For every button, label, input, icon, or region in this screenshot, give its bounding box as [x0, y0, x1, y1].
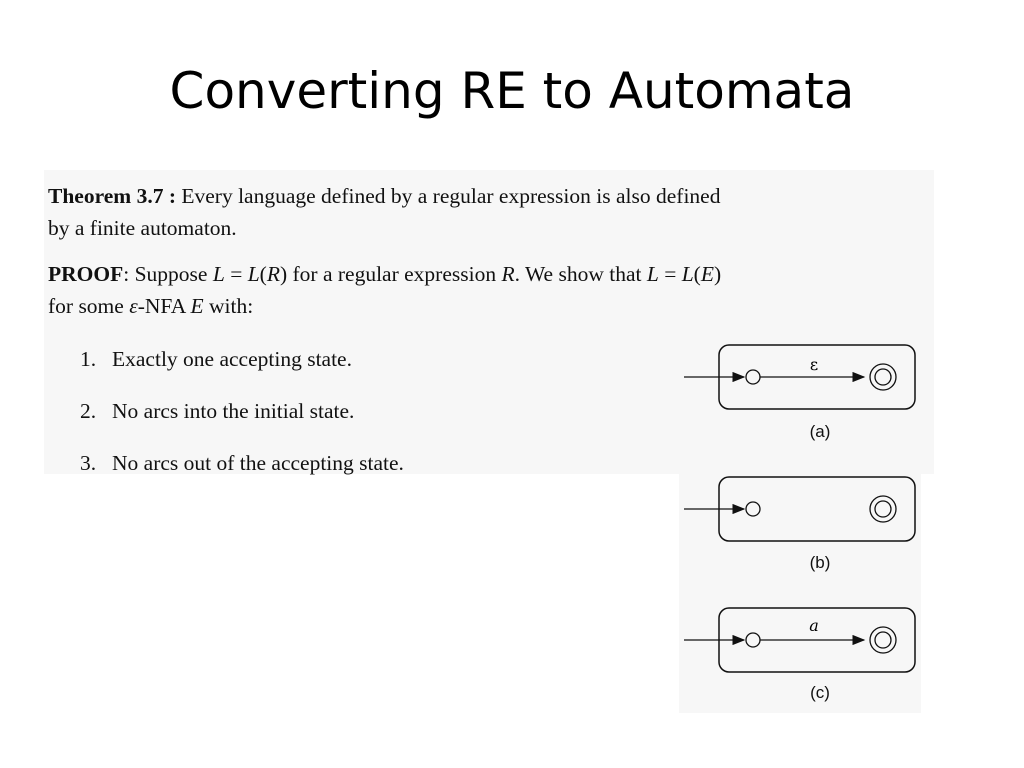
- empty-language-diagram: [684, 476, 916, 542]
- proof-label: PROOF: [48, 262, 124, 286]
- proof-math: E: [190, 294, 204, 318]
- accepting-state-inner: [874, 500, 892, 518]
- proof-math: L: [212, 262, 225, 286]
- proof-text: ) for a regular expression: [279, 262, 502, 286]
- conditions-list: 1. Exactly one accepting state. 2. No arcs…: [80, 343, 404, 499]
- epsilon-nfa-diagram: ε: [684, 344, 916, 410]
- slide-title: Converting RE to Automata: [169, 62, 855, 120]
- accepting-state-inner: [874, 631, 892, 649]
- proof-math: =: [658, 262, 682, 286]
- condition-number: 1.: [80, 347, 97, 371]
- condition-text: Exactly one accepting state.: [112, 347, 352, 371]
- initial-state: [745, 632, 761, 648]
- proof-text: . We show that: [514, 262, 647, 286]
- proof-text: for some: [48, 294, 130, 318]
- proof-math: =: [224, 262, 248, 286]
- accepting-state-outer: [869, 626, 897, 654]
- theorem-text-line2: by a finite automaton.: [48, 216, 237, 240]
- figure-caption-c: (c): [810, 683, 830, 702]
- condition-item: 3. No arcs out of the accepting state.: [80, 447, 404, 499]
- accepting-state-outer: [869, 363, 897, 391]
- accepting-state-outer: [869, 495, 897, 523]
- symbol-nfa-diagram: a: [684, 607, 916, 673]
- figure-caption-b: (b): [809, 553, 831, 572]
- arc-label: a: [809, 616, 819, 635]
- condition-number: 3.: [80, 451, 97, 475]
- proof-math: L: [681, 262, 694, 286]
- proof-math: (: [259, 262, 267, 286]
- initial-state: [745, 501, 761, 517]
- arc-label: ε: [810, 355, 818, 374]
- theorem-label: Theorem 3.7 :: [48, 184, 176, 208]
- proof-math: R: [501, 262, 515, 286]
- proof-statement: PROOF: Suppose L = L(R) for a regular ex…: [48, 258, 922, 322]
- proof-text: : Suppose: [123, 262, 213, 286]
- theorem-statement: Theorem 3.7 : Every language defined by …: [48, 180, 922, 244]
- proof-math: R: [266, 262, 280, 286]
- condition-text: No arcs into the initial state.: [112, 399, 355, 423]
- initial-state: [745, 369, 761, 385]
- proof-math: L: [247, 262, 260, 286]
- accepting-state-inner: [874, 368, 892, 386]
- theorem-text-line1: Every language defined by a regular expr…: [181, 184, 721, 208]
- proof-math: ε: [129, 294, 138, 318]
- condition-item: 1. Exactly one accepting state.: [80, 343, 404, 395]
- proof-math: E: [700, 262, 714, 286]
- proof-text: -NFA: [137, 294, 191, 318]
- figure-caption-a: (a): [809, 422, 831, 441]
- condition-text: No arcs out of the accepting state.: [112, 451, 404, 475]
- condition-number: 2.: [80, 399, 97, 423]
- proof-math: (: [693, 262, 701, 286]
- proof-math: ): [713, 262, 722, 286]
- proof-math: L: [646, 262, 659, 286]
- proof-text: with:: [203, 294, 254, 318]
- condition-item: 2. No arcs into the initial state.: [80, 395, 404, 447]
